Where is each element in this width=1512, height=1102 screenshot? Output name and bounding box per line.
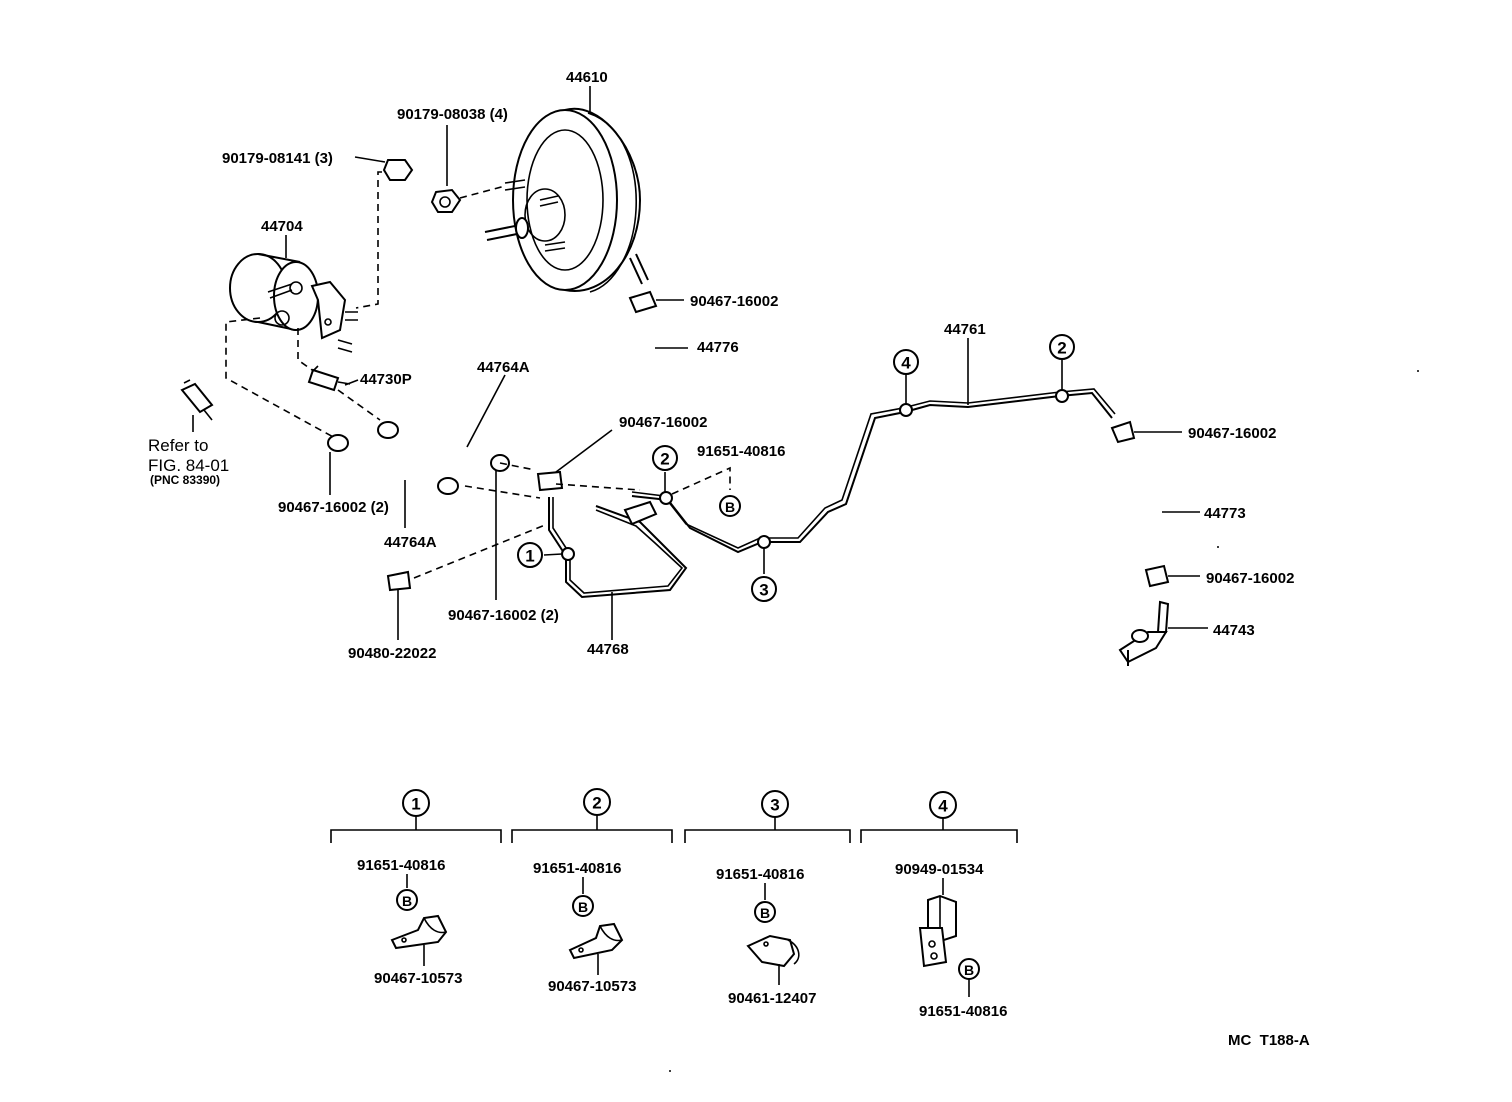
drawing-code: MC T188-A <box>1228 1032 1310 1049</box>
label-valve: 44730P <box>360 371 412 388</box>
hose-clip-left-low <box>437 477 459 495</box>
svg-text:2: 2 <box>592 794 601 813</box>
joint-1 <box>561 547 575 561</box>
grommet <box>386 524 546 640</box>
refer-line-3: (PNC 83390) <box>150 473 220 487</box>
reservoir-nut <box>354 156 414 309</box>
detail-4: 4 90949-01534 B 91651-40816 <box>860 791 1018 1020</box>
svg-text:91651-40816: 91651-40816 <box>533 860 621 877</box>
right-hose-clip-top <box>1110 420 1182 444</box>
joint-2-left <box>659 491 673 505</box>
svg-text:90949-01534: 90949-01534 <box>895 861 984 878</box>
label-grommet: 90480-22022 <box>348 645 436 662</box>
label-left-clip-pair: 90467-16002 (2) <box>278 499 389 516</box>
refer-line-2: FIG. 84-01 <box>148 456 229 475</box>
brake-booster <box>484 107 649 293</box>
check-valve <box>307 365 381 421</box>
svg-text:1: 1 <box>411 795 420 814</box>
label-center-clip: 90467-16002 <box>619 414 707 431</box>
vacuum-reservoir <box>229 235 358 353</box>
marker-2-right: 2 <box>1049 334 1075 360</box>
svg-text:2: 2 <box>1057 339 1066 358</box>
booster-hose <box>541 321 688 457</box>
booster-hose-clip <box>628 290 684 314</box>
hose-clip-left-top <box>377 421 399 439</box>
svg-text:B: B <box>578 899 588 915</box>
svg-text:91651-40816: 91651-40816 <box>919 1003 1007 1020</box>
marker-3: 3 <box>751 576 777 602</box>
svg-text:B: B <box>760 905 770 921</box>
hose-upper <box>404 374 506 462</box>
vacuum-switch <box>180 379 214 432</box>
left-vacuum-pipe <box>548 497 688 640</box>
label-left-pipe: 44768 <box>587 641 629 658</box>
svg-text:90467-10573: 90467-10573 <box>548 978 636 995</box>
svg-text:91651-40816: 91651-40816 <box>716 866 804 883</box>
label-right-hose: 44773 <box>1204 505 1246 522</box>
label-booster-clip: 90467-16002 <box>690 293 778 310</box>
label-union: 44743 <box>1213 622 1255 639</box>
joint-2-right <box>1055 389 1069 403</box>
svg-text:4: 4 <box>938 797 948 816</box>
right-hose <box>1139 449 1200 552</box>
detail-3: 3 91651-40816 B 90461-12407 <box>684 790 851 1007</box>
svg-text:B: B <box>964 962 974 978</box>
svg-text:3: 3 <box>770 796 779 815</box>
svg-text:4: 4 <box>901 354 911 373</box>
detail-2: 2 91651-40816 B 90467-10573 <box>511 788 673 995</box>
label-hose-upper: 44764A <box>477 359 530 376</box>
label-booster-nut: 90179-08038 (4) <box>397 106 508 123</box>
svg-text:3: 3 <box>759 581 768 600</box>
label-main-bolt: 91651-40816 <box>697 443 785 460</box>
marker-1: 1 <box>517 542 543 568</box>
svg-text:90461-12407: 90461-12407 <box>728 990 816 1007</box>
main-vacuum-pipe <box>631 338 1116 554</box>
svg-text:B: B <box>402 893 412 909</box>
label-main-pipe: 44761 <box>944 321 986 338</box>
svg-text:2: 2 <box>660 450 669 469</box>
label-hose-lower: 44764A <box>384 534 437 551</box>
label-center-clip-pair: 90467-16002 (2) <box>448 607 559 624</box>
joint-4 <box>899 403 913 417</box>
union-fitting <box>1118 600 1208 666</box>
svg-text:91651-40816: 91651-40816 <box>357 857 445 874</box>
label-right-clip-bottom: 90467-16002 <box>1206 570 1294 587</box>
hose-clip-left-mid <box>327 434 349 495</box>
right-hose-clip-bottom <box>1144 564 1200 588</box>
marker-4: 4 <box>893 349 919 375</box>
label-right-clip-top: 90467-16002 <box>1188 425 1276 442</box>
joint-3 <box>757 535 771 549</box>
marker-b-main: B <box>719 495 741 517</box>
hose-lower <box>352 454 438 528</box>
detail-1: 1 91651-40816 B 90467-10573 <box>330 789 502 987</box>
label-booster-hose: 44776 <box>697 339 739 356</box>
hose-clip-center <box>490 454 510 600</box>
label-reservoir: 44704 <box>261 218 303 235</box>
svg-text:B: B <box>725 499 735 515</box>
svg-text:90467-10573: 90467-10573 <box>374 970 462 987</box>
svg-text:1: 1 <box>525 547 534 566</box>
center-hose-clip <box>536 429 613 492</box>
booster-nut <box>430 125 506 213</box>
label-reservoir-nut: 90179-08141 (3) <box>222 150 333 167</box>
marker-2-left: 2 <box>652 445 678 471</box>
refer-line-1: Refer to <box>148 436 208 455</box>
label-booster: 44610 <box>566 69 608 86</box>
